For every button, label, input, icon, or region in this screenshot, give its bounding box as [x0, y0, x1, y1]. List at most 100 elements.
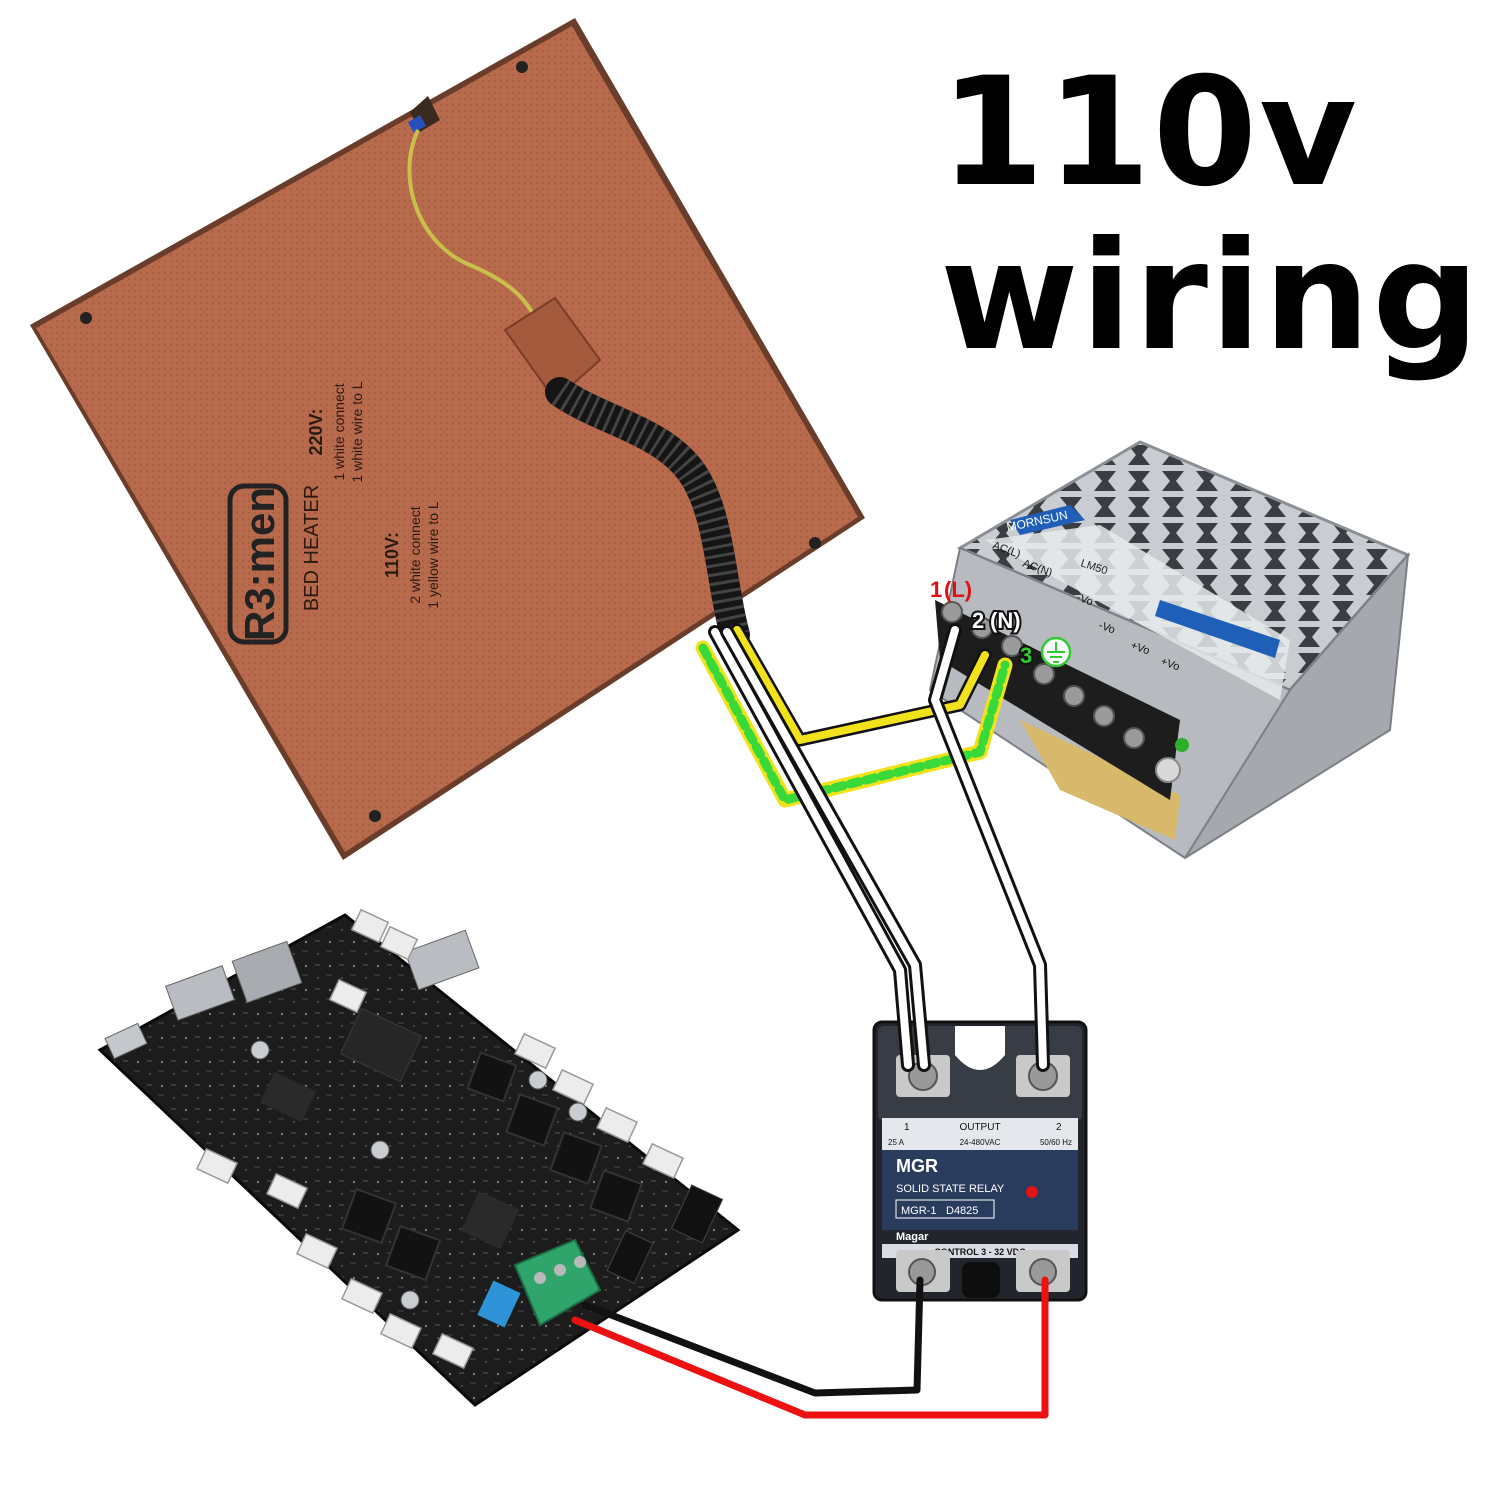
jst-connector	[641, 1142, 685, 1180]
jst-connector	[340, 1277, 384, 1315]
wire-control-positive	[571, 1276, 1049, 1419]
title-line-1: 110v	[940, 46, 1359, 220]
jst-connector	[328, 978, 368, 1014]
heatsink	[589, 1169, 643, 1223]
relay-rating-left: 25 A	[888, 1138, 905, 1147]
note-220v-line1: 1 white connect	[331, 383, 347, 480]
wire-yellow	[733, 626, 989, 744]
cable-boot	[503, 296, 602, 402]
note-220v-label: 220V:	[306, 408, 326, 455]
terminal-2-suffix: (N)	[990, 608, 1021, 633]
psu-terminal-block	[935, 600, 1189, 800]
terminal-screw	[1001, 635, 1023, 657]
soc-chip	[339, 1007, 423, 1083]
heatsink	[384, 1224, 442, 1282]
relay-type: SOLID STATE RELAY	[896, 1183, 1005, 1195]
relay-pin1: 1	[904, 1122, 910, 1133]
terminal-screw	[1123, 727, 1145, 749]
controller-board	[97, 908, 741, 1407]
relay-control: CONTROL 3 - 32 VDC	[934, 1247, 1026, 1257]
capacitor	[400, 1290, 420, 1310]
wire-white	[723, 628, 928, 1069]
note-110v-line1: 2 white connect	[407, 506, 423, 603]
heater-brand-group: R3:men	[227, 483, 289, 645]
heatsink	[466, 1051, 518, 1103]
jst-connector	[350, 908, 390, 944]
potentiometer	[1155, 757, 1181, 783]
psu-blue-band	[1010, 505, 1085, 535]
pin-header	[670, 1184, 724, 1244]
relay-pin2: 2	[1056, 1122, 1062, 1133]
heater-name: BED HEATER	[301, 485, 323, 611]
note-220v: 220V: 1 white connect 1 white wire to L	[306, 381, 365, 482]
jst-connector	[379, 925, 419, 961]
note-220v-line2: 1 white wire to L	[349, 381, 365, 482]
mount-hole	[809, 537, 821, 549]
relay-top-notch	[955, 1026, 1005, 1070]
relay-model-b: D4825	[946, 1205, 978, 1217]
jst-connector	[513, 1032, 557, 1070]
heatsink	[549, 1131, 603, 1185]
capacitor	[250, 1040, 270, 1060]
terminal-screw	[971, 617, 993, 639]
relay-rating-mid: 24-480VAC	[960, 1138, 1001, 1147]
terminal-labels: 1 (L) 2 (N) 3	[930, 577, 1072, 670]
mount-hole	[369, 810, 381, 822]
heatsink	[340, 1187, 398, 1245]
note-110v: 110V: 2 white connect 1 yellow wire to L	[382, 501, 441, 609]
terminal-1-suffix: (L)	[944, 577, 972, 602]
status-led	[1175, 738, 1189, 752]
relay-model-a: MGR-1	[901, 1205, 936, 1217]
wires	[571, 623, 1050, 1419]
wire-white-outline	[708, 625, 915, 1072]
wire-white-outline	[720, 625, 931, 1072]
power-terminal-screw	[554, 1264, 566, 1276]
wire-line	[931, 626, 1047, 1069]
relay-output-label: OUTPUT	[959, 1122, 1000, 1133]
earth-ground-icon	[1040, 636, 1072, 668]
psu-label-strip	[985, 525, 1290, 700]
jst-connectors	[195, 908, 685, 1370]
heater-brand: R3:men	[236, 487, 283, 641]
relay-indicator-led	[1026, 1186, 1038, 1198]
relay-output-band	[882, 1118, 1078, 1150]
wire-white	[711, 628, 912, 1069]
capacitor	[528, 1070, 548, 1090]
thermistor-lead	[407, 129, 542, 331]
psu-pcb	[1020, 720, 1180, 840]
note-110v-label: 110V:	[382, 532, 402, 578]
terminal-2-number: 2	[972, 608, 984, 633]
usb-c-port	[104, 1022, 148, 1060]
jst-connector	[265, 1172, 309, 1210]
ram-chip	[259, 1071, 317, 1123]
wire-earth	[698, 643, 1010, 805]
relay-brand: MGR	[896, 1156, 938, 1176]
title-line-2: wiring	[940, 210, 1482, 384]
jst-connector	[295, 1232, 339, 1270]
jst-connector	[551, 1068, 595, 1106]
relay-bottom-slot	[962, 1262, 1000, 1298]
psu-blue-band-right	[1155, 600, 1280, 658]
heatsink	[505, 1093, 559, 1147]
capacitor	[568, 1102, 588, 1122]
terminal-screw	[1063, 685, 1085, 707]
usb-port	[404, 929, 480, 991]
bed-heater: R3:men BED HEATER 220V: 1 white connect …	[30, 18, 865, 860]
jst-connector	[379, 1312, 423, 1350]
wire-control-negative	[581, 1276, 924, 1397]
usb-port	[165, 965, 235, 1021]
terminal-1-number: 1	[930, 577, 942, 602]
power-terminal-screw	[534, 1272, 546, 1284]
mount-hole	[516, 61, 528, 73]
mcu-chip	[460, 1190, 520, 1250]
mount-hole	[80, 312, 92, 324]
pin-header	[606, 1230, 654, 1284]
terminal-screw	[1093, 705, 1115, 727]
relay-maker: Magar	[896, 1231, 929, 1243]
capacitor	[370, 1140, 390, 1160]
terminal-screw	[941, 601, 963, 623]
terminal-screw	[1033, 663, 1055, 685]
psu-terminal-label: -Vo	[1075, 592, 1095, 609]
jst-connector	[431, 1332, 475, 1370]
